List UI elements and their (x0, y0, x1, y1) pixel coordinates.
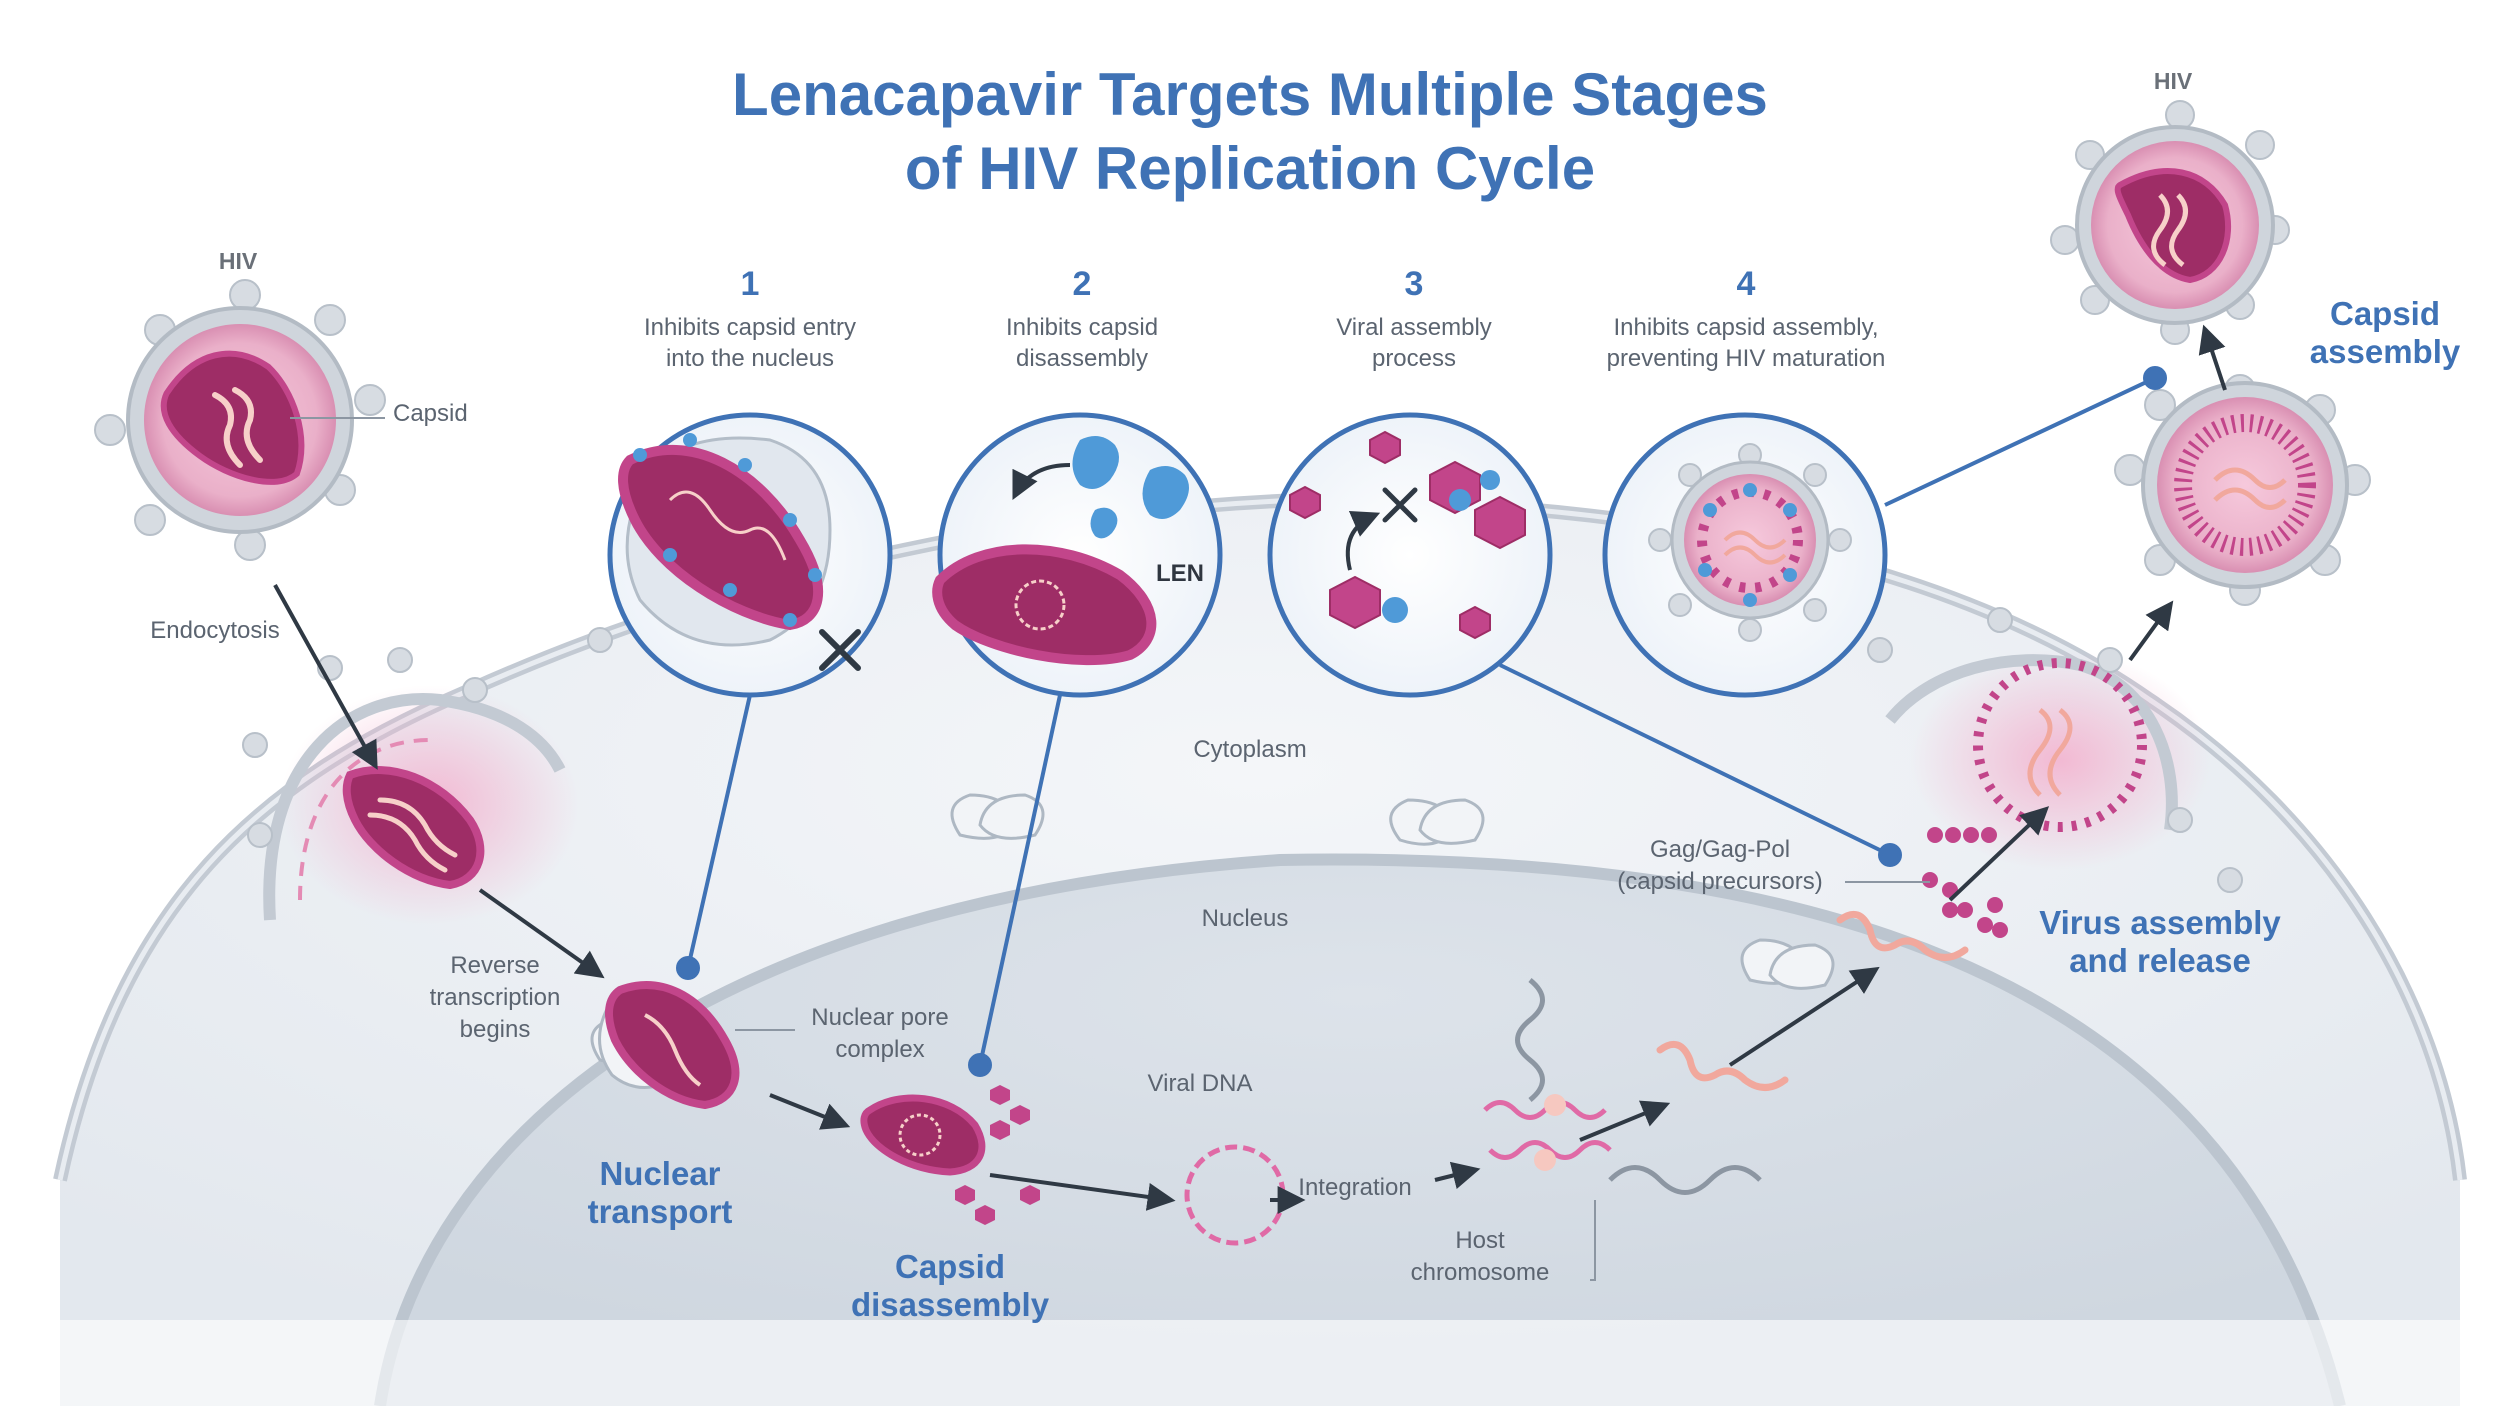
block-x-icon (819, 629, 861, 671)
step-3-number: 3 (1404, 265, 1424, 303)
stage-nuclear-transport: Nuclear transport (587, 1155, 733, 1230)
reverse-transcription-label: Reverse transcription begins (429, 952, 561, 1043)
capsid-label: Capsid (393, 400, 468, 427)
capsid-disassembling (860, 1085, 1040, 1225)
zoom-circle-3 (1267, 412, 1553, 698)
budding-virion (1973, 658, 2147, 832)
endocytosis-label: Endocytosis (150, 617, 280, 644)
integrated-dna (1483, 978, 1762, 1195)
membrane-receptors (242, 607, 2243, 893)
zoom-circle-2 (932, 412, 1223, 698)
viral-rna (1656, 1040, 1789, 1091)
step-4-number: 4 (1736, 265, 1756, 303)
connector-lines (676, 366, 2167, 1077)
zoom-circle-4 (1602, 412, 1888, 698)
gag-label: Gag/Gag-Pol (capsid precursors) (1617, 836, 1823, 895)
step-4-text: Inhibits capsid assembly,preventing HIV … (1606, 314, 1886, 372)
nuclear-pore-label: Nuclear pore complex (811, 1004, 949, 1063)
hiv-virion-left (94, 279, 386, 561)
block-x-icon-2 (1382, 487, 1418, 523)
hiv-label-right: HIV (2153, 68, 2193, 94)
stage-capsid-assembly: Capsid assembly (2309, 295, 2461, 370)
mature-virion (2050, 100, 2290, 345)
stage-virus-assembly: Virus assembly and release (2039, 904, 2281, 979)
zoom-circle-1 (607, 412, 893, 698)
step-1-number: 1 (740, 265, 760, 303)
len-label: LEN (1156, 560, 1204, 587)
nuclear-envelope (374, 853, 2346, 1406)
stage-capsid-disassembly: Capsid disassembly (850, 1248, 1050, 1323)
viral-rna-2 (1836, 910, 1969, 961)
host-chromosome-label: Host chromosome (1410, 1227, 1550, 1286)
nucleus (380, 859, 2340, 1406)
viral-dna-label: Viral DNA (1147, 1070, 1253, 1097)
capsid-at-nuclear-pore (598, 981, 740, 1110)
hiv-label-left: HIV (218, 248, 258, 274)
nucleus-label: Nucleus (1201, 905, 1289, 932)
integration-label: Integration (1298, 1174, 1412, 1201)
flow-arrows (273, 324, 2227, 1214)
step-2-number: 2 (1072, 265, 1092, 303)
immature-virion (2114, 374, 2371, 606)
gag-precursors (1922, 827, 2008, 938)
cytoplasm-label: Cytoplasm (1193, 736, 1307, 763)
hiv-capsid-endosome (342, 766, 485, 890)
page-title: Lenacapavir Targets Multiple Stages of H… (732, 61, 1768, 202)
